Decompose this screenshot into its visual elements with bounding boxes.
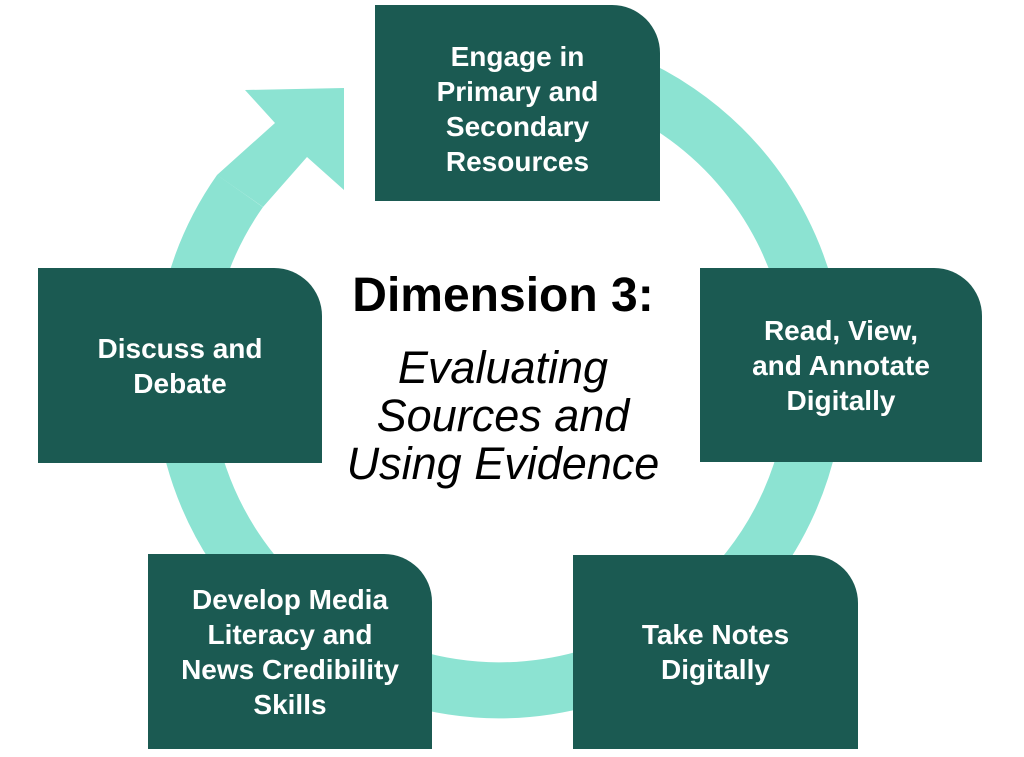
center-title-block: Dimension 3: Evaluating Sources and Usin… bbox=[333, 270, 673, 488]
node-label-engage-resources: Engage in Primary and Secondary Resource… bbox=[436, 41, 599, 177]
node-label-media-literacy: Develop Media Literacy and News Credibil… bbox=[181, 583, 399, 720]
node-label-take-notes: Take Notes Digitally bbox=[641, 619, 790, 685]
node-discuss-debate: Discuss and Debate bbox=[38, 268, 322, 463]
node-label-discuss-debate: Discuss and Debate bbox=[97, 332, 263, 399]
node-take-notes: Take Notes Digitally bbox=[573, 555, 858, 749]
arrowhead-icon bbox=[217, 88, 344, 207]
diagram-title: Dimension 3: bbox=[352, 269, 654, 322]
node-engage-resources: Engage in Primary and Secondary Resource… bbox=[375, 5, 660, 201]
node-label-read-view-annotate: Read, View, and Annotate Digitally bbox=[752, 314, 930, 416]
diagram-subtitle: Evaluating Sources and Using Evidence bbox=[346, 342, 660, 489]
node-media-literacy: Develop Media Literacy and News Credibil… bbox=[148, 554, 432, 749]
node-read-view-annotate: Read, View, and Annotate Digitally bbox=[700, 268, 982, 462]
